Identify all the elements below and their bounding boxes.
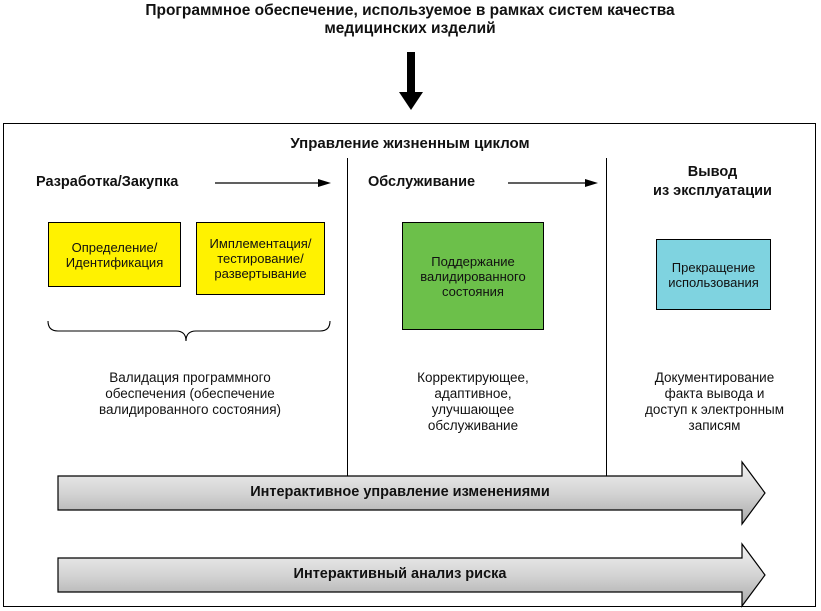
- divider-left: [347, 158, 348, 476]
- retirement-desc-line-1: Документирование: [654, 370, 775, 385]
- stop-use-line-1: Прекращение: [671, 259, 756, 275]
- lifecycle-frame: [3, 123, 816, 607]
- definition-box: Определение/ Идентификация: [48, 222, 181, 287]
- phase-development-label: Разработка/Закупка: [36, 174, 179, 190]
- maintain-line-3: состояния: [442, 283, 504, 299]
- change-management-band-label: Интерактивное управление изменениями: [250, 484, 550, 500]
- maintenance-desc-line-4: обслуживание: [427, 418, 519, 433]
- risk-analysis-band-arrow: [57, 542, 766, 608]
- maintain-line-2: валидированного: [420, 268, 526, 284]
- retirement-description: Документирование факта вывода и доступ к…: [622, 370, 807, 434]
- top-title-line-1: Программное обеспечение, используемое в …: [145, 2, 675, 19]
- change-management-band-arrow: [57, 460, 766, 526]
- phase-maintenance-label: Обслуживание: [368, 174, 476, 190]
- maintenance-desc-line-1: Корректирующее,: [417, 370, 529, 385]
- maintain-line-1: Поддержание: [431, 253, 515, 269]
- retirement-desc-line-2: факта вывода и: [664, 386, 765, 401]
- brace-icon: [47, 320, 331, 342]
- lifecycle-title: Управление жизненным циклом: [290, 135, 530, 152]
- definition-line-2: Идентификация: [65, 254, 164, 270]
- diagram-top-title: Программное обеспечение, используемое в …: [60, 2, 760, 38]
- phase-retirement-line-2: из эксплуатации: [653, 183, 772, 199]
- validation-desc-line-3: валидированного состояния): [98, 402, 282, 417]
- implementation-line-2: тестирование/: [217, 251, 304, 266]
- stop-use-line-2: использования: [668, 274, 759, 290]
- retirement-desc-line-3: доступ к электронным: [644, 402, 785, 417]
- maintain-validated-box: Поддержание валидированного состояния: [402, 222, 544, 330]
- validation-desc-line-1: Валидация программного: [109, 370, 271, 385]
- maintenance-desc-line-3: улучшающее: [431, 402, 515, 417]
- implementation-box: Имплементация/ тестирование/ развертыван…: [196, 222, 325, 295]
- phase-arrow-maintenance: [508, 179, 598, 187]
- validation-desc-line-2: обеспечения (обеспечение: [105, 386, 275, 401]
- divider-right: [606, 158, 607, 476]
- top-title-line-2: медицинских изделий: [324, 20, 496, 37]
- maintenance-description: Корректирующее, адаптивное, улучшающее о…: [388, 370, 558, 434]
- validation-description: Валидация программного обеспечения (обес…: [60, 370, 320, 418]
- down-arrow-icon: [399, 52, 423, 110]
- maintenance-desc-line-2: адаптивное,: [434, 386, 512, 401]
- implementation-line-3: развертывание: [214, 266, 307, 281]
- stop-use-box: Прекращение использования: [656, 239, 771, 310]
- implementation-line-1: Имплементация/: [209, 236, 312, 251]
- retirement-desc-line-4: записям: [688, 418, 741, 433]
- phase-retirement-line-1: Вывод: [687, 164, 738, 180]
- definition-line-1: Определение/: [71, 239, 158, 255]
- phase-arrow-development: [215, 179, 331, 187]
- phase-retirement-label: Вывод из эксплуатации: [620, 163, 805, 201]
- risk-analysis-band-label: Интерактивный анализ риска: [293, 566, 507, 582]
